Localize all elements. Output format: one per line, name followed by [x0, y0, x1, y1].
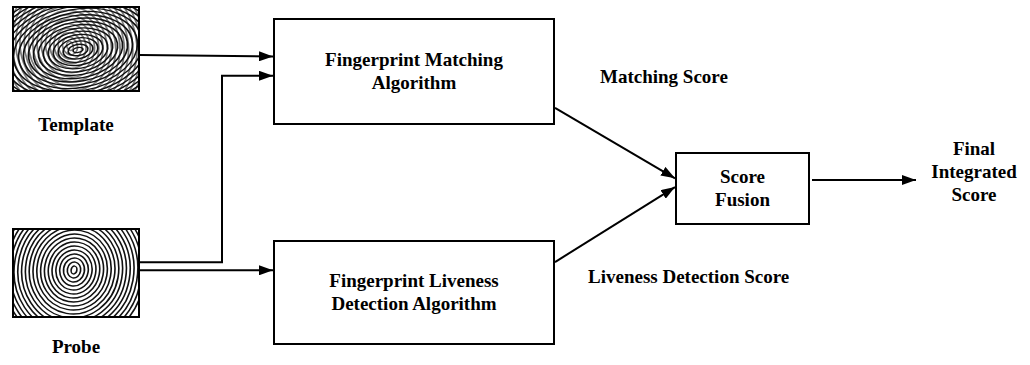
output-label: Final Integrated Score [922, 138, 1026, 206]
arrow-connector [140, 55, 273, 57]
arrow-connector [555, 187, 675, 262]
process-box: Fingerprint Matching Algorithm [273, 18, 555, 125]
output-arrow [812, 179, 916, 181]
probe-fingerprint [13, 229, 139, 317]
image-caption: Probe [52, 336, 100, 359]
arrow-connector [140, 76, 273, 262]
process-box: Fingerprint Liveness Detection Algorithm [273, 240, 555, 345]
template-fingerprint [13, 7, 139, 91]
fingerprint-image: Probe [12, 228, 140, 318]
fingerprint-image: Template [12, 6, 140, 92]
box-text: Score Fusion [693, 166, 793, 212]
edge-label: Liveness Detection Score [586, 266, 791, 289]
arrow-connector [555, 108, 675, 178]
box-text: Fingerprint Liveness Detection Algorithm [312, 270, 517, 316]
image-caption: Template [38, 114, 113, 137]
edge-label: Matching Score [598, 66, 730, 89]
arrow-connector [140, 269, 273, 271]
box-text: Fingerprint Matching Algorithm [324, 49, 504, 95]
process-box: Score Fusion [675, 152, 810, 225]
